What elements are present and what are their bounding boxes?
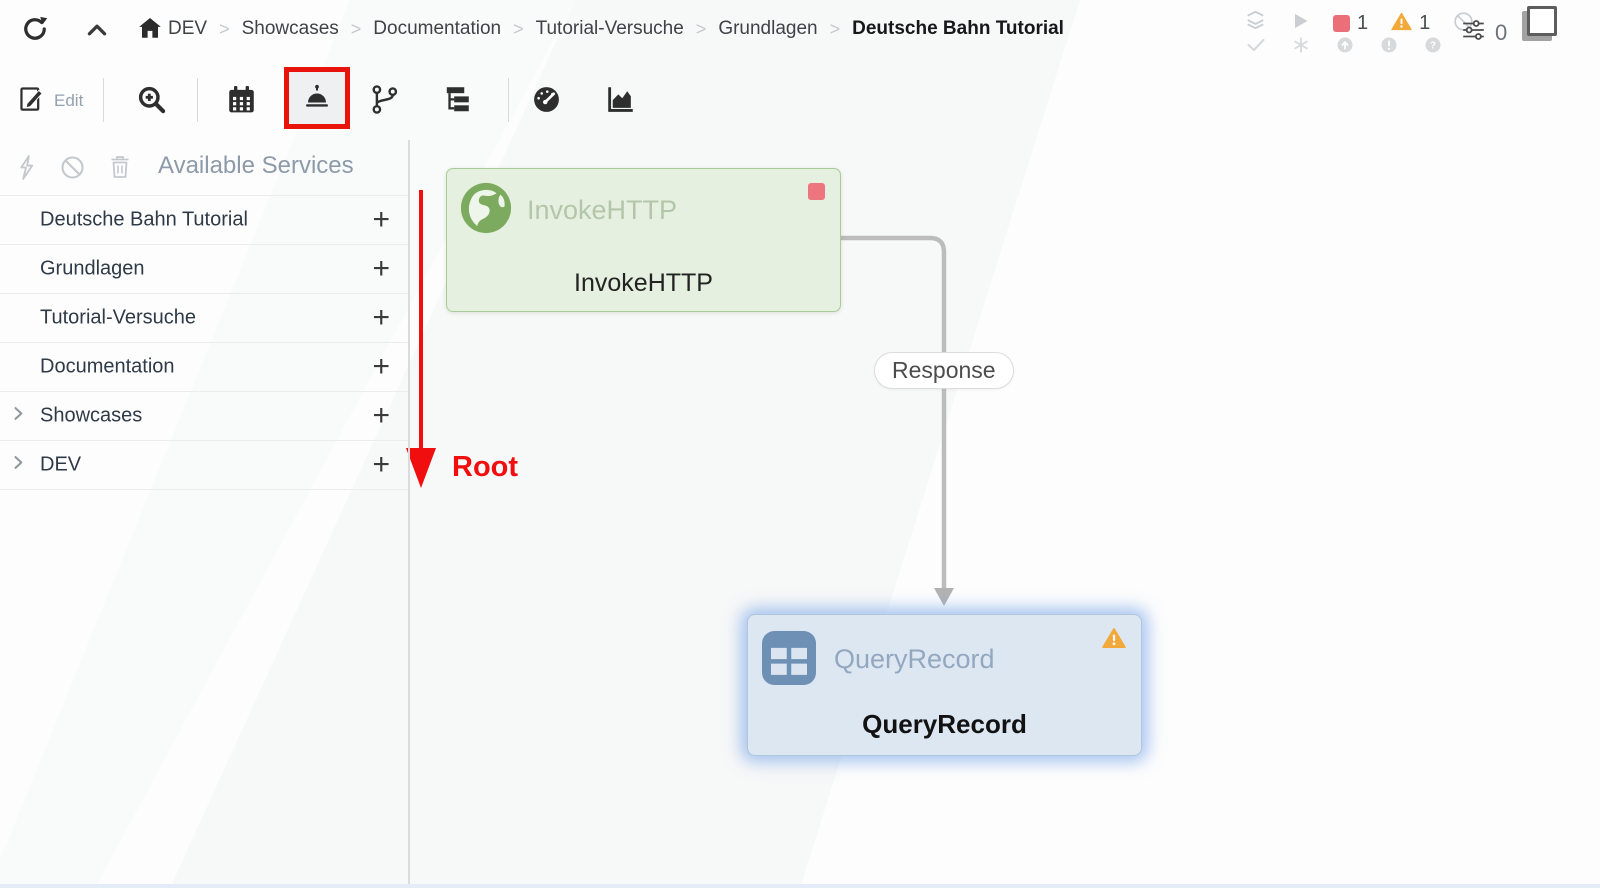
layers-icon	[1244, 10, 1267, 37]
stopped-status: 1	[1333, 12, 1368, 35]
scope-label: DEV	[40, 453, 82, 476]
breadcrumb-item-dev[interactable]: DEV	[168, 18, 208, 39]
asterisk-icon	[1292, 36, 1310, 59]
scope-row-showcases[interactable]: Showcases +	[0, 392, 408, 441]
breadcrumb-separator: >	[219, 18, 230, 39]
scope-row-deutsche-bahn-tutorial[interactable]: Deutsche Bahn Tutorial +	[0, 196, 408, 245]
breadcrumb-separator: >	[513, 18, 524, 39]
window-icon[interactable]	[1527, 6, 1557, 36]
svg-text:?: ?	[1430, 40, 1436, 51]
processor-name: InvokeHTTP	[574, 269, 713, 297]
home-icon[interactable]	[137, 15, 163, 46]
chevron-right-icon[interactable]	[8, 453, 28, 478]
processor-node-invokehttp[interactable]: InvokeHTTP InvokeHTTP	[446, 168, 841, 312]
stopped-count: 1	[1357, 12, 1369, 34]
toolbar-divider	[103, 78, 104, 122]
trash-icon[interactable]	[108, 154, 132, 185]
warning-triangle-icon	[1391, 12, 1412, 36]
breadcrumb-item-tutorial-versuche[interactable]: Tutorial-Versuche	[535, 18, 684, 39]
gauge-icon[interactable]	[531, 84, 562, 120]
add-service-button[interactable]: +	[372, 350, 390, 383]
breadcrumb-item-grundlagen[interactable]: Grundlagen	[718, 18, 818, 39]
play-icon	[1290, 11, 1310, 36]
add-service-button[interactable]: +	[372, 203, 390, 236]
parameter-count: 0	[1495, 19, 1508, 45]
services-panel-header: Available Services	[0, 140, 408, 194]
breadcrumb-separator: >	[695, 18, 707, 39]
breadcrumb-item-showcases[interactable]: Showcases	[241, 18, 339, 39]
area-chart-icon[interactable]	[604, 84, 637, 120]
upload-circle-icon	[1336, 36, 1354, 59]
sliders-icon[interactable]	[1460, 17, 1487, 48]
refresh-icon[interactable]	[20, 14, 50, 49]
breadcrumb-separator: >	[350, 18, 362, 39]
add-service-button[interactable]: +	[372, 252, 390, 285]
scope-label: Tutorial-Versuche	[40, 306, 196, 329]
check-icon	[1246, 37, 1266, 58]
scope-row-tutorial-versuche[interactable]: Tutorial-Versuche +	[0, 294, 408, 343]
connection-arrowhead	[934, 588, 954, 606]
zoom-in-icon[interactable]	[136, 84, 167, 120]
warning-status: 1	[1391, 12, 1430, 36]
git-branch-icon[interactable]	[369, 83, 400, 121]
status-bar-row2: ?	[1246, 36, 1442, 59]
enable-lightning-icon[interactable]	[15, 154, 38, 186]
services-panel-title: Available Services	[158, 152, 354, 179]
scope-row-dev[interactable]: DEV +	[0, 441, 408, 490]
chevron-right-icon[interactable]	[8, 404, 28, 429]
edit-pencil-icon	[18, 84, 45, 118]
warning-triangle-icon	[1102, 627, 1126, 654]
exclamation-circle-icon	[1380, 36, 1398, 59]
breadcrumb-item-documentation[interactable]: Documentation	[373, 18, 502, 39]
chevron-up-icon[interactable]	[83, 17, 111, 48]
service-bell-icon	[301, 81, 333, 116]
edit-label: Edit	[54, 91, 84, 110]
breadcrumb-separator: >	[829, 18, 841, 39]
processor-type-label: QueryRecord	[834, 644, 995, 674]
process-group-tree-icon[interactable]	[440, 84, 473, 120]
scope-label: Deutsche Bahn Tutorial	[40, 208, 248, 231]
scope-label: Showcases	[40, 404, 143, 427]
warning-count: 1	[1419, 12, 1431, 34]
scope-label: Grundlagen	[40, 257, 145, 280]
table-icon	[762, 631, 816, 690]
bottom-edge-strip	[0, 884, 1600, 888]
edit-button[interactable]: Edit	[18, 84, 83, 118]
disable-ban-icon[interactable]	[60, 155, 85, 185]
add-service-button[interactable]: +	[372, 399, 390, 432]
toolbar-divider	[197, 78, 198, 122]
processor-name: QueryRecord	[862, 709, 1027, 739]
annotation-root-label: Root	[452, 451, 519, 483]
toolbar-divider	[508, 78, 509, 122]
status-bar-row1: 1 1	[1244, 10, 1474, 37]
parameter-status: 0	[1460, 17, 1507, 48]
breadcrumb-item-current: Deutsche Bahn Tutorial	[852, 18, 1064, 39]
processor-node-queryrecord-selected[interactable]: QueryRecord QueryRecord	[747, 614, 1142, 756]
stopped-status-icon	[808, 183, 825, 200]
question-circle-icon: ?	[1424, 36, 1442, 59]
globe-icon	[458, 180, 514, 241]
services-scope-list: Deutsche Bahn Tutorial + Grundlagen + Tu…	[0, 195, 408, 490]
add-service-button[interactable]: +	[372, 301, 390, 334]
scope-row-documentation[interactable]: Documentation +	[0, 343, 408, 392]
breadcrumb: DEV > Showcases > Documentation > Tutori…	[168, 0, 1064, 58]
services-bell-button-highlighted[interactable]	[284, 67, 350, 129]
connection-label-response[interactable]: Response	[874, 352, 1014, 389]
processor-type-label: InvokeHTTP	[527, 195, 678, 225]
calendar-icon[interactable]	[226, 84, 257, 120]
add-service-button[interactable]: +	[372, 448, 390, 481]
sidebar-canvas-divider	[408, 140, 410, 888]
stopped-square-icon	[1333, 15, 1350, 32]
scope-row-grundlagen[interactable]: Grundlagen +	[0, 245, 408, 294]
scope-label: Documentation	[40, 355, 175, 378]
